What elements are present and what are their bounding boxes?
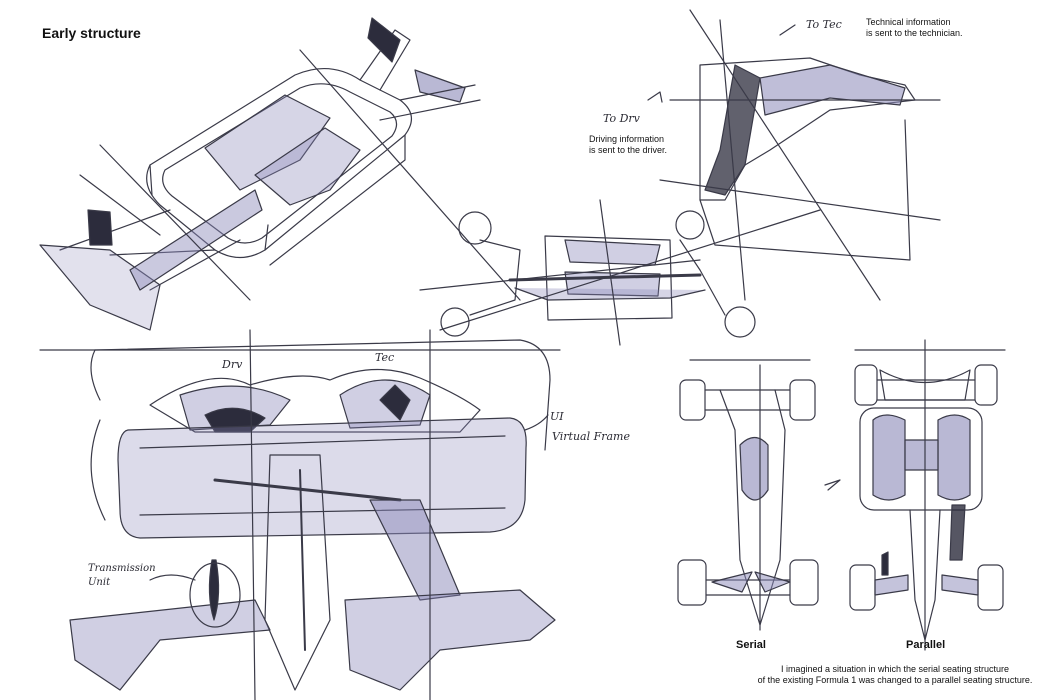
- handwritten-ui: UI: [550, 410, 564, 423]
- caption-line-2: of the existing Formula 1 was changed to…: [757, 675, 1033, 685]
- handwritten-to-drv: To Drv: [603, 112, 640, 125]
- parallel-layout-sketch: [849, 339, 1006, 651]
- driving-note-line-2: is sent to the driver.: [589, 145, 668, 155]
- technical-note-line-2: is sent to the technician.: [866, 28, 963, 38]
- handwritten-tec: Tec: [375, 351, 395, 364]
- handwritten-to-tec: To Tec: [806, 18, 842, 31]
- technical-information-note: Technical information is sent to the tec…: [866, 17, 1006, 39]
- virtual-frame-sketch: [39, 329, 561, 700]
- handwritten-drv: Drv: [222, 358, 243, 371]
- technical-note-line-1: Technical information: [866, 17, 951, 27]
- caption: I imagined a situation in which the seri…: [745, 664, 1045, 686]
- serial-layout-sketch: [677, 359, 841, 631]
- parallel-label: Parallel: [906, 639, 946, 651]
- serial-label: Serial: [736, 639, 766, 651]
- page-title: Early structure: [42, 25, 141, 41]
- driving-note-line-1: Driving information: [589, 134, 665, 144]
- driving-information-note: Driving information is sent to the drive…: [589, 134, 709, 156]
- top-view-sketch: [419, 199, 821, 346]
- seat-corner-sketch: [647, 9, 941, 301]
- handwritten-virtual-frame: Virtual Frame: [552, 430, 630, 443]
- early-structure-sketch: [39, 17, 521, 331]
- caption-line-1: I imagined a situation in which the seri…: [780, 664, 1010, 674]
- handwritten-unit: Unit: [88, 577, 111, 588]
- handwritten-transmission: Transmission: [88, 563, 156, 574]
